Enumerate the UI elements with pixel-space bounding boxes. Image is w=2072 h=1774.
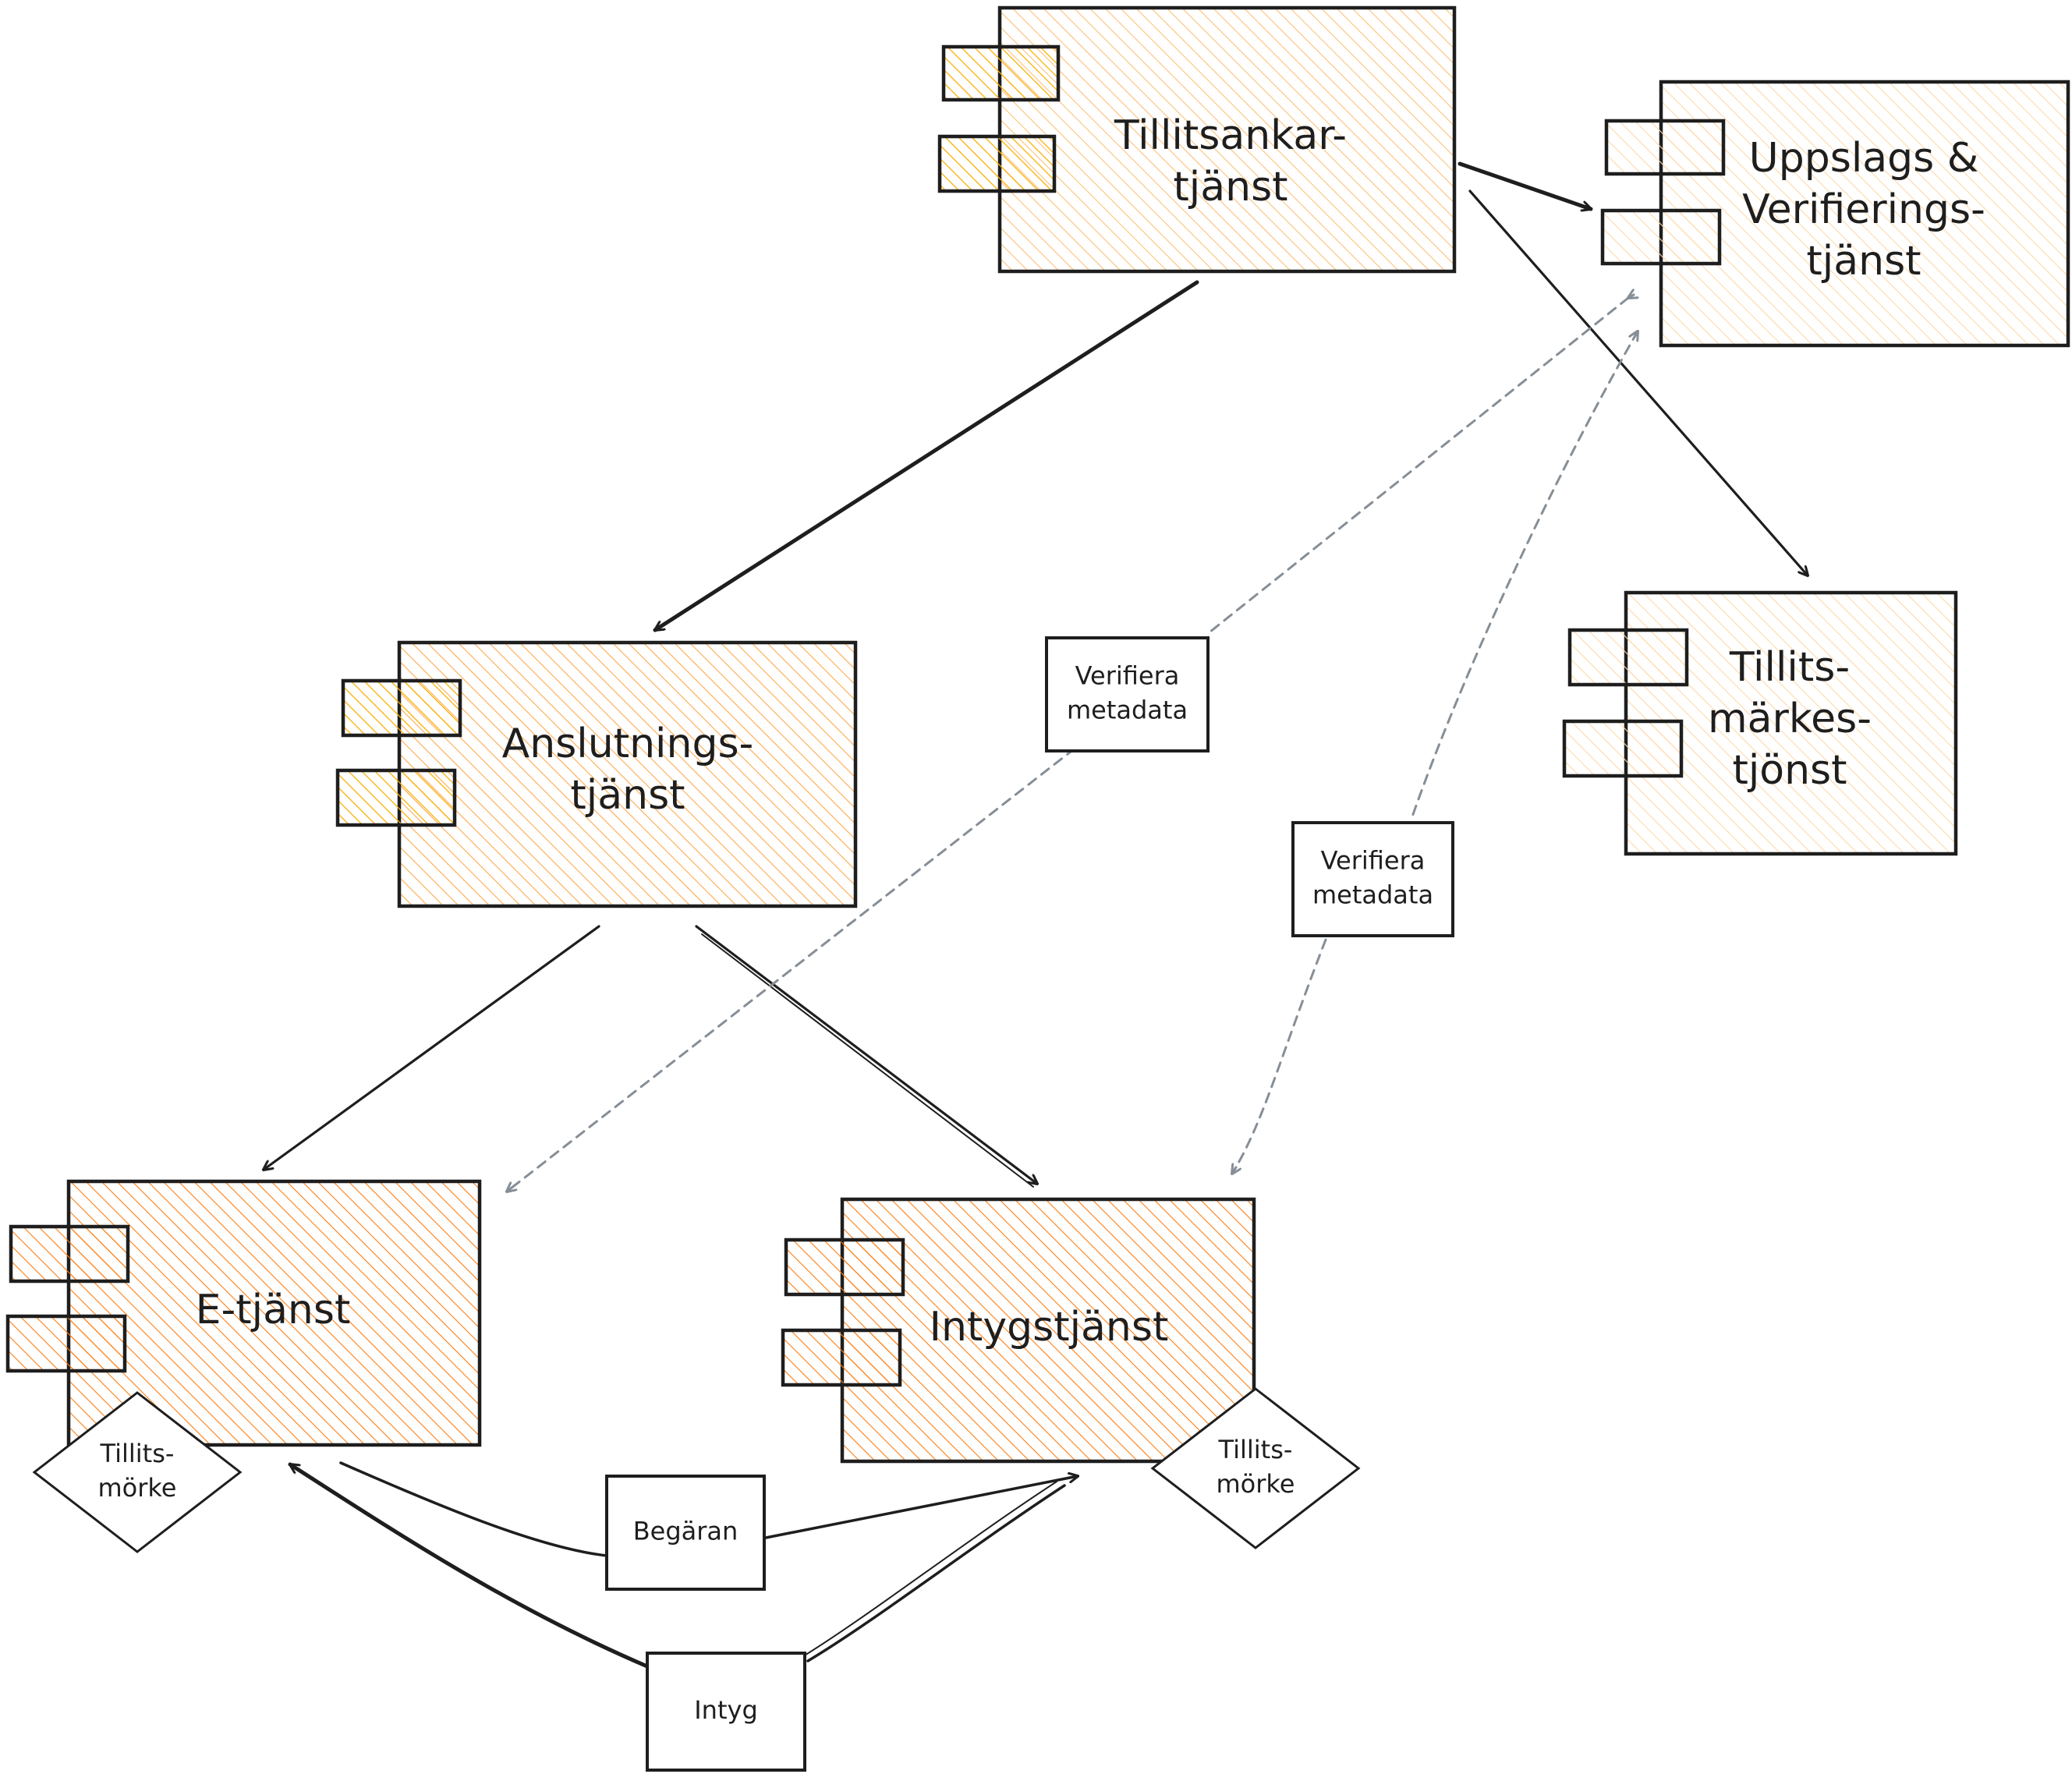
tillitsankartjanst-label: tjänst [1173, 164, 1287, 211]
tillitsmarkestjanst-label: Tillits- [1729, 644, 1850, 691]
tillitsmarkestjanst-label: märkes- [1708, 696, 1872, 742]
uppslags-verifieringstjanst-label: Uppslags & [1749, 135, 1979, 182]
anslutningstjanst-port-1 [341, 678, 462, 738]
edge-label-text: Begäran [633, 1517, 738, 1546]
edge-label-box [1045, 636, 1210, 752]
edge-label-text: Verifiera [1321, 846, 1426, 876]
tillitsankartjanst-component: Tillitsankar-tjänst [937, 5, 1457, 274]
trust-badge-label: Tillits- [1218, 1435, 1293, 1464]
arrow-connect-to-attest-sketch [701, 933, 1034, 1188]
trust-badge-diamond [32, 1391, 243, 1553]
tillitsmarkestjanst-component: Tillits-märkes-tjönst [1562, 590, 1958, 856]
tillitsmarkestjanst-port-2 [1562, 719, 1684, 778]
anslutningstjanst-port-2 [335, 768, 457, 827]
arrow-anchor-to-mark [1468, 189, 1808, 575]
trust-badge-label: Tillits- [100, 1439, 175, 1468]
edge-label-text: Intyg [694, 1695, 758, 1725]
uppslags-verifieringstjanst-label: tjänst [1806, 238, 1921, 285]
uppslags-verifieringstjanst-port-1 [1604, 119, 1726, 176]
anslutningstjanst-label: Anslutnings- [502, 721, 754, 767]
arrow-cert-sketch [802, 1481, 1057, 1657]
connectors [264, 161, 1808, 1669]
edge-label-box [1291, 821, 1454, 937]
arrow-anchor-to-connect [653, 280, 1199, 632]
tillitsmarkestjanst-label: tjönst [1732, 747, 1847, 794]
trust-badge-label: mörke [1217, 1469, 1295, 1499]
edge-label-box [646, 1652, 806, 1772]
trust-badge-label: mörke [98, 1473, 177, 1503]
e-tjanst-label: E-tjänst [196, 1287, 351, 1333]
uppslags-verifieringstjanst-component: Uppslags &Verifierings-tjänst [1600, 80, 2070, 348]
dashed-arrowhead-lookup-1 [1628, 295, 1634, 298]
e-tjanst-port-2 [5, 1314, 127, 1373]
intygstjanst-component: Intygstjänst [781, 1197, 1256, 1464]
arrow-connect-to-eservice [264, 925, 600, 1170]
tillitsmarkestjanst-port-1 [1567, 628, 1689, 687]
edge-label-verify1: Verifiera metadata [1045, 636, 1210, 752]
intygstjanst-box [840, 1197, 1256, 1464]
trust-badge-diamond [1150, 1387, 1361, 1549]
edge-label-verify2: Verifiera metadata [1291, 821, 1454, 937]
dashed-arrowhead-attest [1232, 1167, 1236, 1174]
arrow-cert-head [288, 1462, 650, 1669]
tillitsankartjanst-port-2 [937, 134, 1057, 193]
intygstjanst-label: Intygstjänst [930, 1304, 1169, 1351]
edge-label-text: metadata [1067, 696, 1188, 725]
trust-badge-2: Tillits-mörke [1150, 1387, 1361, 1549]
dashed-arrowhead-lookup-2 [1635, 331, 1638, 337]
trust-badge-1: Tillits-mörke [32, 1391, 243, 1553]
e-tjanst-port-1 [9, 1224, 130, 1284]
dashed-arrowhead-eservice [507, 1185, 515, 1192]
edge-label-box [605, 1475, 766, 1591]
intygstjanst-port-1 [784, 1238, 905, 1297]
arrow-anchor-to-lookup [1457, 161, 1593, 209]
anslutningstjanst-label: tjänst [570, 772, 685, 819]
edge-label-cert: Intyg [646, 1652, 806, 1772]
uppslags-verifieringstjanst-port-2 [1600, 208, 1722, 266]
anslutningstjanst-component: Anslutnings-tjänst [335, 640, 858, 908]
intygstjanst-port-2 [781, 1328, 902, 1387]
arrow-connect-to-attest [695, 925, 1037, 1184]
e-tjanst-component: E-tjänst [5, 1179, 482, 1447]
dashed-verify-eservice-lookup [505, 296, 1630, 1193]
uppslags-verifieringstjanst-box [1659, 80, 2070, 348]
edge-label-text: metadata [1312, 880, 1433, 910]
arrow-cert [806, 1484, 1066, 1662]
edge-label-text: Verifiera [1075, 661, 1180, 691]
tillitsankartjanst-label: Tillitsankar- [1114, 112, 1347, 159]
uppslags-verifieringstjanst-label: Verifierings- [1742, 186, 1985, 233]
edge-labels: VerifierametadataVerifierametadataBegära… [605, 636, 1454, 1772]
tillitsankartjanst-port-1 [941, 44, 1061, 102]
edge-label-request: Begäran [605, 1475, 766, 1591]
dashed-verify-attest-lookup [1231, 330, 1639, 1175]
arrow-request [339, 1461, 1078, 1557]
